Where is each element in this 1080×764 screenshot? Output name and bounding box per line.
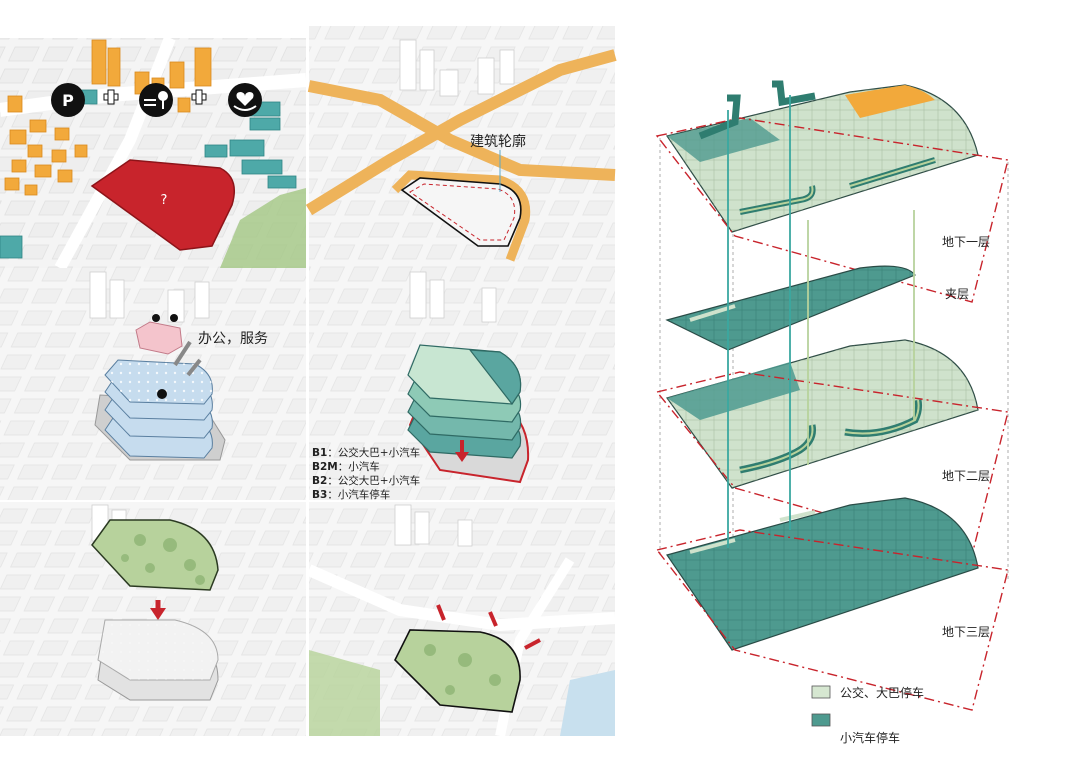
level-label-b1: 地下一层 [942,235,990,249]
legend-label-bus: 公交、大巴停车 [840,685,924,700]
legend-swatch-car [811,713,831,727]
green-floor-stack [407,344,522,459]
level-label-b3: 地下三层 [942,625,990,639]
level-mezzanine-slab [665,265,916,351]
plus-icon [103,89,119,105]
plus-icon [191,89,207,105]
heart-hand-icon [228,83,262,117]
green-roof-slab [91,519,219,591]
panel-green-roof [0,502,306,736]
floor-legend-list: B1：公交大巴+小汽车 B2M：小汽车 B2：公交大巴+小汽车 B3：小汽车停车 [312,446,420,501]
level-b3-slab [655,497,1009,711]
site-parcel [90,159,235,251]
road-ew [307,80,616,181]
level-label-mezzanine: 夹层 [945,287,969,301]
level-label-b2: 地下二层 [942,469,990,483]
road-ns [305,49,617,216]
legend-swatch-bus [811,685,831,699]
panel-function-blocks: 办公，服务 [0,268,306,500]
legend: 公交、大巴停车 小汽车停车 [811,685,924,745]
vertical-circulation [727,95,791,548]
site-question-mark: ? [161,193,168,208]
panel-building-outline: 建筑轮廓 [305,26,617,268]
dining-icon [139,83,173,117]
level-b2-slab [655,339,1009,556]
office-service-label: 办公，服务 [198,331,268,347]
parking-icon-label: P [62,91,74,110]
white-towers [399,39,515,97]
parking-icon: P [51,83,85,117]
floor-b1: B1：公交大巴+小汽车 [312,446,420,459]
floor-b2m: B2M：小汽车 [312,460,380,473]
legend-label-car: 小汽车停车 [840,730,900,745]
level-b1-slab [655,80,1009,303]
panel-site-result [306,502,616,738]
park-area [220,188,306,268]
floor-b3: B3：小汽车停车 [312,488,390,501]
building-outline-label: 建筑轮廓 [470,133,526,150]
panel-floor-breakdown: B1：公交大巴+小汽车 B2M：小汽车 B2：公交大巴+小汽车 B3：小汽车停车 [309,268,615,501]
panel-site-context: ? P [0,35,307,271]
exploded-parking-stack: 地下一层 夹层 地下二层 地下三层 公交、大巴停车 小汽车停车 [655,80,1009,745]
floor-b2: B2：公交大巴+小汽车 [312,474,420,487]
office-block [135,321,183,355]
